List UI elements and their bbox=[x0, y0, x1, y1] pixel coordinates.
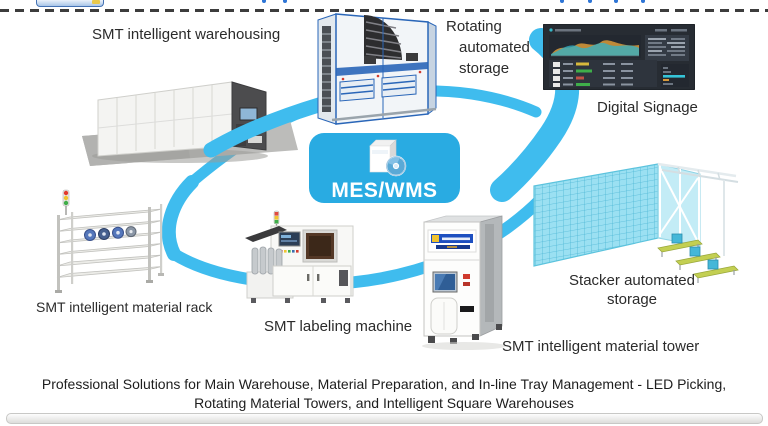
truss-frame bbox=[659, 165, 700, 245]
label-rotating: Rotating automated storage bbox=[446, 16, 530, 79]
feeder-reels bbox=[84, 226, 137, 241]
cut-off-title-fragment bbox=[588, 0, 592, 3]
rack-posts bbox=[55, 204, 164, 293]
digital-signage-screen bbox=[543, 24, 695, 90]
tower-screen bbox=[432, 271, 458, 293]
lower-cabinet bbox=[272, 265, 352, 297]
cut-off-bottom-bar bbox=[6, 413, 763, 424]
brand-plate bbox=[427, 229, 477, 253]
cut-off-title-fragment bbox=[560, 0, 564, 3]
tower-button bbox=[463, 282, 470, 286]
material-rack-illustration bbox=[55, 189, 164, 293]
stacker-storage-illustration bbox=[533, 162, 739, 283]
mes-wms-node: MES/WMS bbox=[309, 133, 460, 203]
output-slot bbox=[460, 306, 474, 312]
feeder-arm bbox=[245, 226, 287, 242]
rack-shelves bbox=[56, 208, 163, 278]
label-rotating-line2: automated bbox=[459, 39, 530, 56]
cd-disc-icon bbox=[385, 155, 406, 176]
label-material-tower: SMT intelligent material tower bbox=[502, 338, 700, 355]
cut-off-button-detail bbox=[92, 0, 100, 4]
label-digital-signage: Digital Signage bbox=[597, 99, 698, 116]
roof-truss bbox=[657, 162, 739, 256]
mes-wms-label: MES/WMS bbox=[331, 178, 438, 202]
label-rotating-line3: storage bbox=[459, 60, 510, 77]
cut-off-title-fragment bbox=[262, 0, 266, 3]
footer-text: Professional Solutions for Main Warehous… bbox=[0, 375, 768, 413]
ring-topleft-swoosh bbox=[203, 96, 330, 158]
dashboard-status-rows bbox=[549, 60, 657, 87]
cut-off-toolbar-button bbox=[36, 0, 104, 7]
dashboard-side-panel bbox=[645, 35, 689, 61]
label-labeling-machine: SMT labeling machine bbox=[264, 318, 413, 335]
top-dashed-divider bbox=[0, 9, 768, 12]
label-stacker-line2: storage bbox=[606, 291, 658, 308]
tray-cylinders bbox=[251, 246, 283, 275]
dashboard-area-chart bbox=[549, 35, 641, 58]
label-warehousing: SMT intelligent warehousing bbox=[92, 26, 281, 43]
software-box-icon bbox=[368, 138, 406, 176]
stacker-conveyors bbox=[657, 233, 739, 283]
label-stacker: Stacker automated storage bbox=[552, 271, 712, 309]
dashboard-bar-chart bbox=[661, 64, 689, 87]
label-stacker-line1: Stacker automated bbox=[569, 272, 695, 289]
cut-off-title-fragment bbox=[641, 0, 645, 3]
label-material-rack: SMT intelligent material rack bbox=[36, 299, 213, 315]
ring-left-arc bbox=[161, 175, 199, 261]
labeling-machine-illustration bbox=[245, 210, 354, 303]
footer-line2: Rotating Material Towers, and Intelligen… bbox=[194, 395, 574, 411]
traffic-light-icon bbox=[62, 189, 70, 215]
cut-off-title-fragment bbox=[614, 0, 618, 3]
tower-button bbox=[463, 274, 470, 279]
material-tower-illustration bbox=[422, 215, 506, 350]
label-rotating-line1: Rotating bbox=[446, 18, 502, 35]
rotating-storage-illustration bbox=[317, 13, 437, 125]
cut-off-title-fragment bbox=[283, 0, 287, 3]
footer-line1: Professional Solutions for Main Warehous… bbox=[41, 376, 727, 392]
